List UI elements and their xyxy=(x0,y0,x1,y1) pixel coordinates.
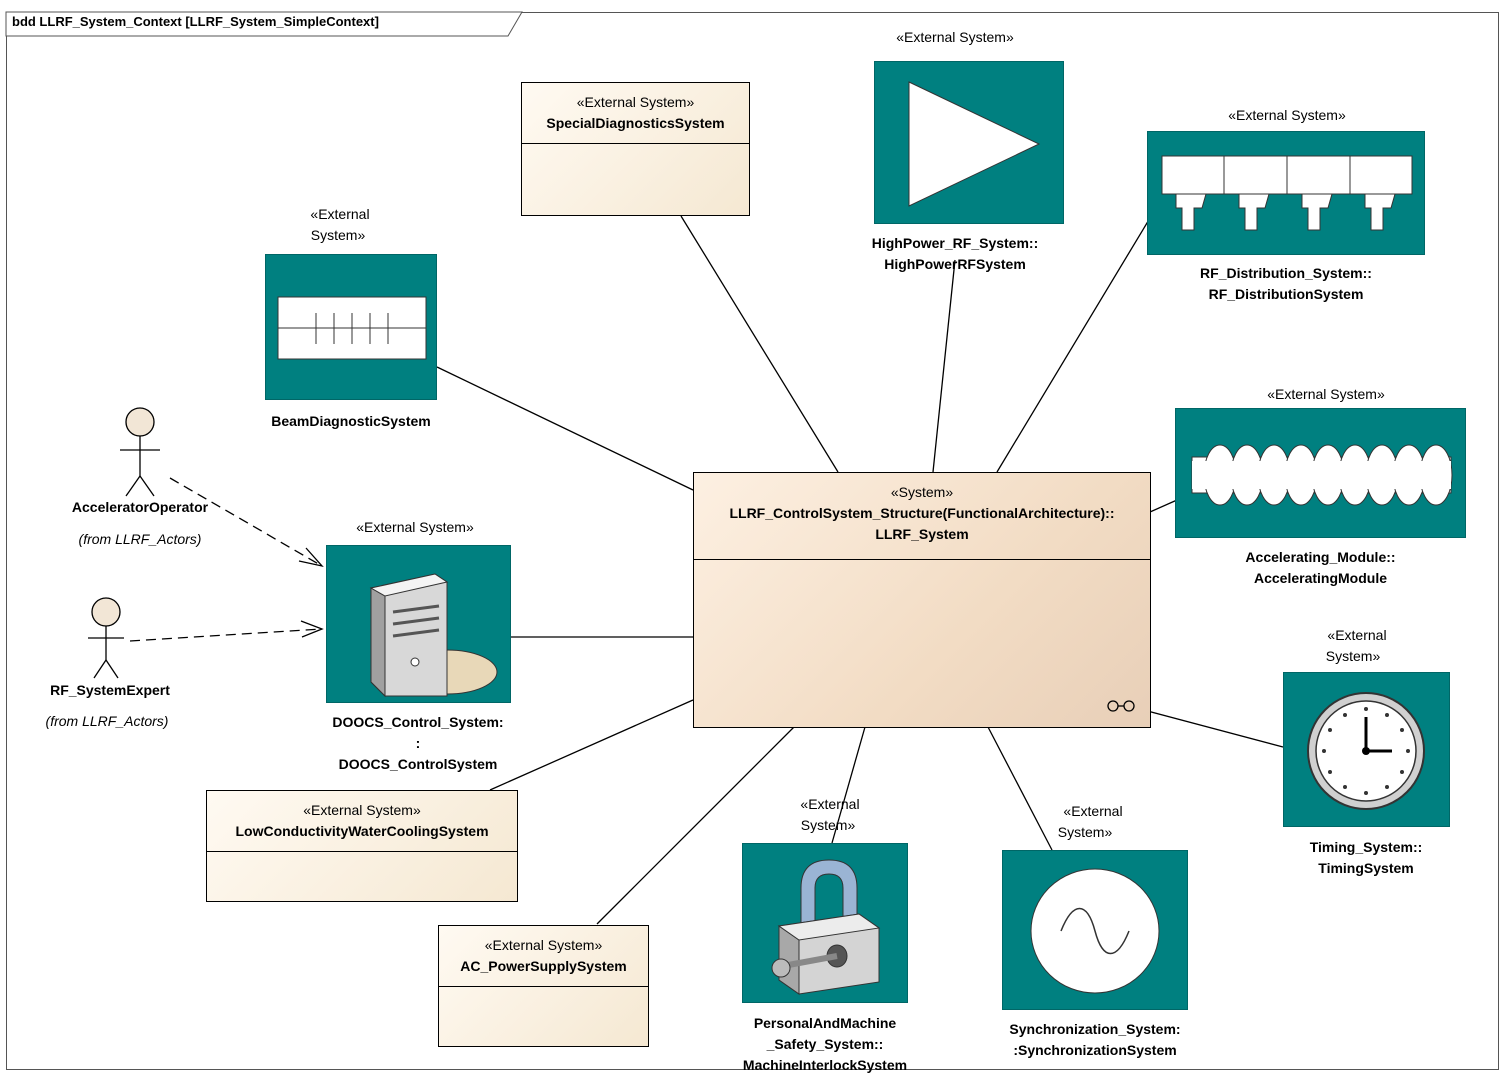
high-power-stereotype: «External System» xyxy=(896,29,1014,45)
lcw-cooling-header: «External System» LowConductivityWaterCo… xyxy=(207,791,517,852)
timing-name-line1: Timing_System:: xyxy=(1309,839,1423,855)
actor-link-expert xyxy=(129,628,323,642)
safety-name-line1: PersonalAndMachine xyxy=(753,1015,897,1031)
timing-name-line2: TimingSystem xyxy=(1318,860,1414,876)
special-diagnostics-block[interactable]: «External System» SpecialDiagnosticsSyst… xyxy=(521,82,750,216)
rf-distribution-icon xyxy=(1161,155,1413,231)
doocs-name-line3: DOOCS_ControlSystem xyxy=(338,756,498,772)
accelerating-cavity-icon xyxy=(1191,444,1453,506)
sync-stereotype-line2: System» xyxy=(1057,824,1113,840)
synchronization-system-block[interactable] xyxy=(1002,850,1188,1010)
sine-wave-icon xyxy=(1030,868,1160,994)
special-diagnostics-stereotype: «External System» xyxy=(576,94,695,110)
accel-name-line1: Accelerating_Module:: xyxy=(1245,549,1396,565)
lcw-name: LowConductivityWaterCoolingSystem xyxy=(235,823,489,839)
link-timing xyxy=(1124,704,1284,748)
doocs-stereotype: «External System» xyxy=(356,519,474,535)
rf-dist-name-line1: RF_Distribution_System:: xyxy=(1200,265,1372,281)
lcw-stereotype: «External System» xyxy=(303,802,421,818)
link-lcw xyxy=(489,699,694,791)
doocs-name-line2: : xyxy=(415,735,421,751)
llrf-system-block[interactable]: «System» LLRF_ControlSystem_Structure(Fu… xyxy=(693,472,1151,728)
link-sync xyxy=(987,726,1053,851)
ac-power-name: AC_PowerSupplySystem xyxy=(460,958,627,974)
actor-operator-from: (from LLRF_Actors) xyxy=(78,531,202,547)
high-power-rf-block[interactable] xyxy=(874,61,1064,224)
high-power-name-line2: HighPowerRFSystem xyxy=(884,256,1026,272)
high-power-name-line1: HighPower_RF_System:: xyxy=(871,235,1039,251)
actor-link-operator xyxy=(169,477,323,567)
link-rf-dist xyxy=(996,217,1151,473)
rf-dist-name-line2: RF_DistributionSystem xyxy=(1208,286,1364,302)
diagram-frame xyxy=(6,12,1499,1070)
accel-name-line2: AcceleratingModule xyxy=(1253,570,1388,586)
link-beam-diag xyxy=(436,366,694,491)
padlock-icon xyxy=(771,859,881,995)
llrf-system-name-line2: LLRF_System xyxy=(875,526,969,542)
actor-expert-name: RF_SystemExpert xyxy=(50,682,170,698)
llrf-system-stereotype: «System» xyxy=(890,484,954,500)
actor-accelerator-operator-figure xyxy=(120,407,160,497)
rf-distribution-block[interactable] xyxy=(1147,131,1425,255)
safety-stereotype-line1: «External xyxy=(800,796,860,812)
beam-diagnostic-icon xyxy=(277,296,427,360)
timing-system-block[interactable] xyxy=(1283,672,1450,827)
composite-structure-icon xyxy=(1107,700,1135,712)
llrf-system-name-line1: LLRF_ControlSystem_Structure(FunctionalA… xyxy=(729,505,1115,521)
safety-name-line2: _Safety_System:: xyxy=(766,1036,884,1052)
ac-power-header: «External System» AC_PowerSupplySystem xyxy=(439,926,648,987)
actor-rf-expert-figure xyxy=(88,597,124,679)
link-accel-module xyxy=(1149,499,1178,513)
safety-name-line3: MachineInterlockSystem xyxy=(742,1057,908,1073)
actor-expert-from: (from LLRF_Actors) xyxy=(45,713,169,729)
special-diagnostics-header: «External System» SpecialDiagnosticsSyst… xyxy=(522,83,749,144)
sync-stereotype-line1: «External xyxy=(1063,803,1123,819)
sync-name-line1: Synchronization_System: xyxy=(1009,1021,1181,1037)
special-diagnostics-name: SpecialDiagnosticsSystem xyxy=(546,115,725,131)
doocs-control-system-block[interactable] xyxy=(326,545,511,703)
lcw-cooling-block[interactable]: «External System» LowConductivityWaterCo… xyxy=(206,790,518,902)
accel-stereotype: «External System» xyxy=(1267,386,1385,402)
timing-stereotype-line1: «External xyxy=(1327,627,1387,643)
arrowhead-operator xyxy=(298,547,324,568)
diagram-frame-label: bdd LLRF_System_Context [LLRF_System_Sim… xyxy=(12,14,379,29)
rf-dist-stereotype: «External System» xyxy=(1228,107,1346,123)
link-ac-power xyxy=(596,726,795,925)
beam-diag-name: BeamDiagnosticSystem xyxy=(271,413,431,429)
server-icon xyxy=(369,573,498,698)
timing-stereotype-line2: System» xyxy=(1325,648,1381,664)
link-high-power xyxy=(932,259,956,473)
amplifier-icon xyxy=(908,81,1041,207)
doocs-name-line1: DOOCS_Control_System: xyxy=(332,714,504,730)
sync-name-line2: :SynchronizationSystem xyxy=(1013,1042,1177,1058)
arrowhead-expert xyxy=(300,620,324,638)
ac-power-supply-block[interactable]: «External System» AC_PowerSupplySystem xyxy=(438,925,649,1047)
accelerating-module-block[interactable] xyxy=(1175,408,1466,538)
actor-operator-name: AcceleratorOperator xyxy=(71,499,209,515)
llrf-system-header: «System» LLRF_ControlSystem_Structure(Fu… xyxy=(694,473,1150,560)
ac-power-stereotype: «External System» xyxy=(484,937,603,953)
beam-diag-stereotype-line1: «External xyxy=(310,206,370,222)
link-safety xyxy=(831,726,866,844)
beam-diagnostic-block[interactable] xyxy=(265,254,437,400)
machine-interlock-block[interactable] xyxy=(742,843,908,1003)
link-special-diag xyxy=(680,215,839,473)
clock-icon xyxy=(1307,692,1425,810)
safety-stereotype-line2: System» xyxy=(800,817,856,833)
beam-diag-stereotype-line2: System» xyxy=(310,227,366,243)
